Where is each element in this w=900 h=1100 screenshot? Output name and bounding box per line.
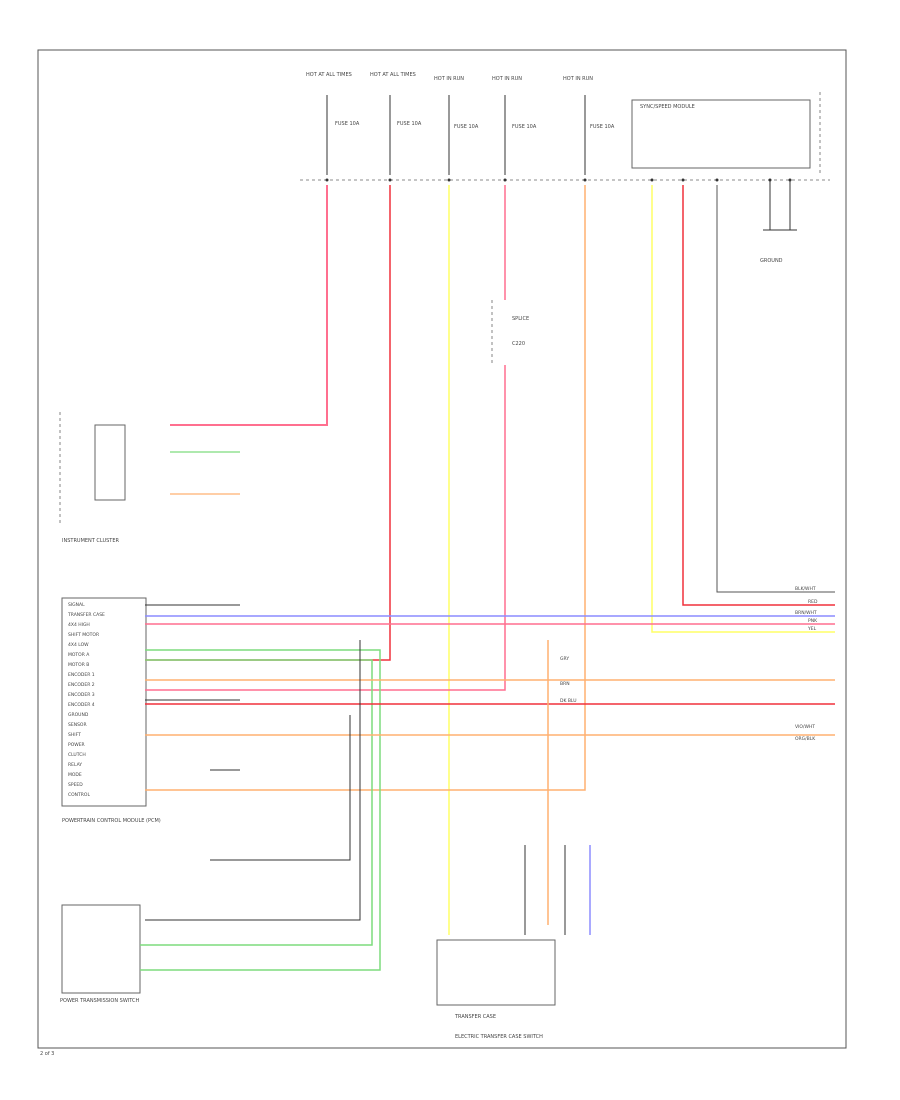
- connector-dots: [325, 178, 792, 182]
- top-source-labels: HOT AT ALL TIMES HOT AT ALL TIMES HOT IN…: [306, 72, 593, 82]
- pcm-pin-label: SIGNAL: [68, 602, 85, 608]
- mid-wire-label-1: GRY: [560, 656, 569, 662]
- pcm-pin-label: TRANSFER CASE: [67, 612, 105, 618]
- pcm-pin-label: SPEED: [68, 782, 83, 788]
- mid-wire-labels: GRY BRN DK BLU VIO/WHT ORG/BLK: [560, 656, 816, 742]
- module-right-wires: [763, 180, 797, 231]
- source-label-4: HOT IN RUN: [492, 76, 522, 82]
- pcm-pin-label: CONTROL: [68, 792, 90, 798]
- body-module-box: [631, 99, 811, 169]
- wire-pink-1: [170, 185, 328, 426]
- ground-label: GROUND: [760, 258, 783, 264]
- pcm-pin-label: 4X4 LOW: [68, 642, 89, 648]
- wire-black-1: [716, 185, 835, 593]
- pcm-pin-label: MOTOR A: [68, 652, 90, 658]
- pcm-pin-label: 4X4 HIGH: [68, 622, 90, 628]
- body-module-title: SYNC/SPEED MODULE: [640, 104, 695, 110]
- transfer-case-box: [436, 939, 556, 1006]
- source-label-1: HOT AT ALL TIMES: [306, 72, 352, 78]
- wire-orange-1: [145, 185, 586, 791]
- instrument-cluster-label: INSTRUMENT CLUSTER: [62, 538, 120, 544]
- source-label-2: HOT AT ALL TIMES: [370, 72, 416, 78]
- source-label-5: HOT IN RUN: [563, 76, 593, 82]
- footer-code: 2 of 3: [40, 1051, 54, 1057]
- source-label-3: HOT IN RUN: [434, 76, 464, 82]
- right-wire-label-2: RED: [808, 599, 818, 605]
- instrument-cluster-box: [94, 424, 126, 501]
- pcm-pin-label: GROUND: [68, 712, 89, 718]
- pcm-pin-label: SHIFT: [68, 732, 81, 738]
- connector-label: C220: [512, 341, 525, 347]
- fuse-stubs: [326, 95, 586, 175]
- right-wire-labels: BLK/WHT RED BRN/WHT PNK YEL: [795, 586, 818, 632]
- pcm-pin-list: SIGNAL TRANSFER CASE 4X4 HIGH SHIFT MOTOR 4X…: [67, 602, 105, 798]
- right-wire-label-4: PNK: [808, 618, 818, 624]
- wire-green-2: [140, 659, 373, 946]
- wire-pink-2: [145, 185, 506, 691]
- master-switch-label: POWER TRANSMISSION SWITCH: [60, 998, 139, 1004]
- internal-wiring: [145, 604, 566, 935]
- fuse-label-2: FUSE 10A: [397, 121, 422, 127]
- fuse-labels: FUSE 10A FUSE 10A FUSE 10A FUSE 10A FUSE…: [335, 121, 615, 130]
- pcm-pin-label: MOTOR B: [68, 662, 89, 668]
- mid-wire-label-4: VIO/WHT: [795, 724, 815, 730]
- transfer-case-switch-label: ELECTRIC TRANSFER CASE SWITCH: [455, 1034, 543, 1040]
- wire-red-1: [145, 185, 391, 661]
- pcm-pin-label: ENCODER 1: [68, 672, 95, 678]
- mid-wire-label-5: ORG/BLK: [795, 736, 816, 742]
- fuse-label-4: FUSE 10A: [512, 124, 537, 130]
- pcm-box: [61, 597, 147, 807]
- pcm-pin-label: CLUTCH: [68, 752, 86, 758]
- pcm-pin-label: POWER: [68, 742, 85, 748]
- mid-wire-label-3: DK BLU: [560, 698, 577, 704]
- diagram-frame: [37, 49, 847, 1049]
- master-switch-box: [61, 904, 141, 994]
- transfer-case-label: TRANSFER CASE: [454, 1014, 496, 1020]
- pcm-pin-label: RELAY: [68, 762, 82, 768]
- pcm-pin-label: SHIFT MOTOR: [68, 632, 99, 638]
- right-wire-label-1: BLK/WHT: [795, 586, 816, 592]
- wire-green-1: [140, 649, 381, 971]
- pcm-pin-label: MODE: [68, 772, 82, 778]
- pcm-pin-label: SENSOR: [68, 722, 87, 728]
- wire-red-2: [682, 185, 835, 606]
- fuse-label-1: FUSE 10A: [335, 121, 360, 127]
- wire-yellow-2: [651, 185, 835, 633]
- right-wire-label-3: BRN/WHT: [795, 610, 817, 616]
- fuse-label-5: FUSE 10A: [590, 124, 615, 130]
- pcm-pin-label: ENCODER 2: [68, 682, 95, 688]
- pcm-pin-label: ENCODER 4: [68, 702, 95, 708]
- mid-wire-label-2: BRN: [560, 681, 570, 687]
- right-wire-label-5: YEL: [807, 626, 817, 632]
- pcm-label: POWERTRAIN CONTROL MODULE (PCM): [62, 818, 161, 824]
- splice-label: SPLICE: [512, 316, 529, 322]
- pcm-pin-label: ENCODER 3: [68, 692, 95, 698]
- fuse-label-3: FUSE 10A: [454, 124, 479, 130]
